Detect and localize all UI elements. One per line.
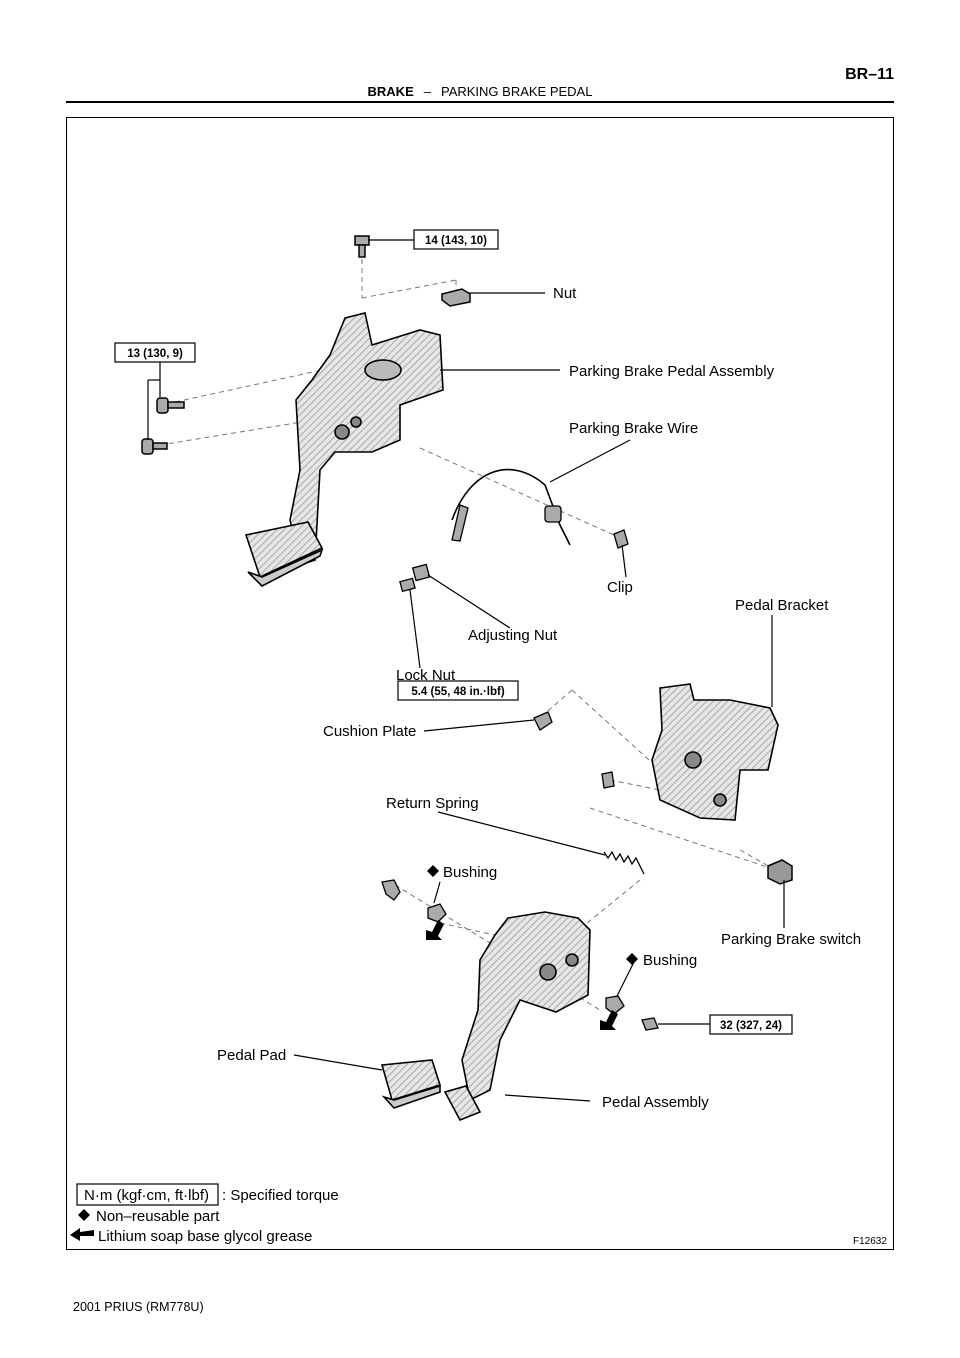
label-pedal-bracket: Pedal Bracket: [735, 597, 829, 614]
pedal-bracket-part: [651, 683, 779, 821]
label-wire: Parking Brake Wire: [569, 420, 698, 437]
subsection-name: PARKING BRAKE PEDAL: [440, 84, 593, 99]
torque-box-pedal-bolt: 32 (327, 24): [709, 1014, 793, 1035]
label-cushion-plate: Cushion Plate: [323, 723, 416, 740]
parking-brake-pedal-assembly-upper: [244, 312, 444, 587]
header-rule: [66, 101, 894, 103]
label-bushing-left: Bushing: [443, 864, 497, 881]
small-bolt-part: [601, 771, 615, 789]
title-dash: –: [423, 84, 431, 99]
grease-arrow-icon: [70, 1228, 94, 1241]
parking-brake-wire: [451, 468, 571, 546]
label-lock-nut: Lock Nut: [396, 667, 456, 684]
return-spring-part: [603, 850, 645, 875]
label-nut: Nut: [553, 285, 577, 302]
bolt-top: [354, 235, 370, 258]
lock-nut-part: [399, 577, 416, 593]
legend-torque-box: [76, 1183, 219, 1206]
torque-box-left: 13 (130, 9): [114, 342, 196, 363]
pedal-bolt-part: [641, 1017, 659, 1031]
nonreusable-diamond-icon: [427, 865, 439, 877]
adjusting-nut-part: [411, 563, 431, 582]
pedal-assembly-lower: [443, 911, 591, 1122]
label-pedal-assembly-upper: Parking Brake Pedal Assembly: [569, 363, 775, 380]
parking-brake-switch-part: [767, 859, 793, 885]
nonreusable-diamond-icon: [626, 953, 638, 965]
label-pedal-assembly-lower: Pedal Assembly: [602, 1094, 709, 1111]
section-title: BRAKE–PARKING BRAKE PEDAL: [0, 84, 960, 99]
bolt-left-lower: [141, 438, 168, 455]
page-footer: 2001 PRIUS (RM778U): [73, 1300, 204, 1314]
torque-box-lock-nut: 5.4 (55, 48 in.·lbf): [397, 680, 519, 701]
label-return-spring: Return Spring: [386, 795, 479, 812]
torque-pedal-bolt: 32 (327, 24): [720, 1020, 782, 1032]
grease-arrow-left: [426, 920, 444, 940]
leader-lines: [147, 239, 785, 1102]
torque-bolt-top: 14 (143, 10): [425, 235, 487, 247]
legend-torque-text: : Specified torque: [222, 1187, 339, 1204]
torque-box-top: 14 (143, 10): [413, 229, 499, 250]
figure-id: F12632: [853, 1236, 887, 1247]
legend-grease-text: Lithium soap base glycol grease: [98, 1228, 312, 1245]
bolt-left-upper: [156, 397, 185, 414]
label-pedal-pad: Pedal Pad: [217, 1047, 286, 1064]
label-clip: Clip: [607, 579, 633, 596]
page-number: BR–11: [845, 66, 894, 83]
label-switch: Parking Brake switch: [721, 931, 861, 948]
torque-bolt-left: 13 (130, 9): [127, 348, 183, 360]
torque-lock-nut: 5.4 (55, 48 in.·lbf): [411, 686, 504, 698]
bushing-right-part: [605, 995, 625, 1015]
label-adjusting-nut: Adjusting Nut: [468, 627, 558, 644]
diagram-frame: [66, 117, 894, 1250]
pin-part: [381, 879, 401, 901]
section-name: BRAKE: [367, 84, 414, 99]
legend-torque-box-text: N·m (kgf·cm, ft·lbf): [84, 1187, 209, 1204]
nonreusable-diamond-icon: [78, 1209, 90, 1221]
legend: N·m (kgf·cm, ft·lbf) : Specified torque …: [70, 1183, 339, 1245]
bushing-left-part: [427, 903, 447, 923]
cushion-plate-part: [533, 711, 553, 731]
grease-arrow-right: [600, 1010, 618, 1030]
clip-part: [613, 529, 629, 549]
nut-part: [441, 288, 471, 307]
legend-nonreusable-text: Non–reusable part: [96, 1208, 220, 1225]
label-bushing-right: Bushing: [643, 952, 697, 969]
pedal-pad-part: [380, 1059, 442, 1109]
